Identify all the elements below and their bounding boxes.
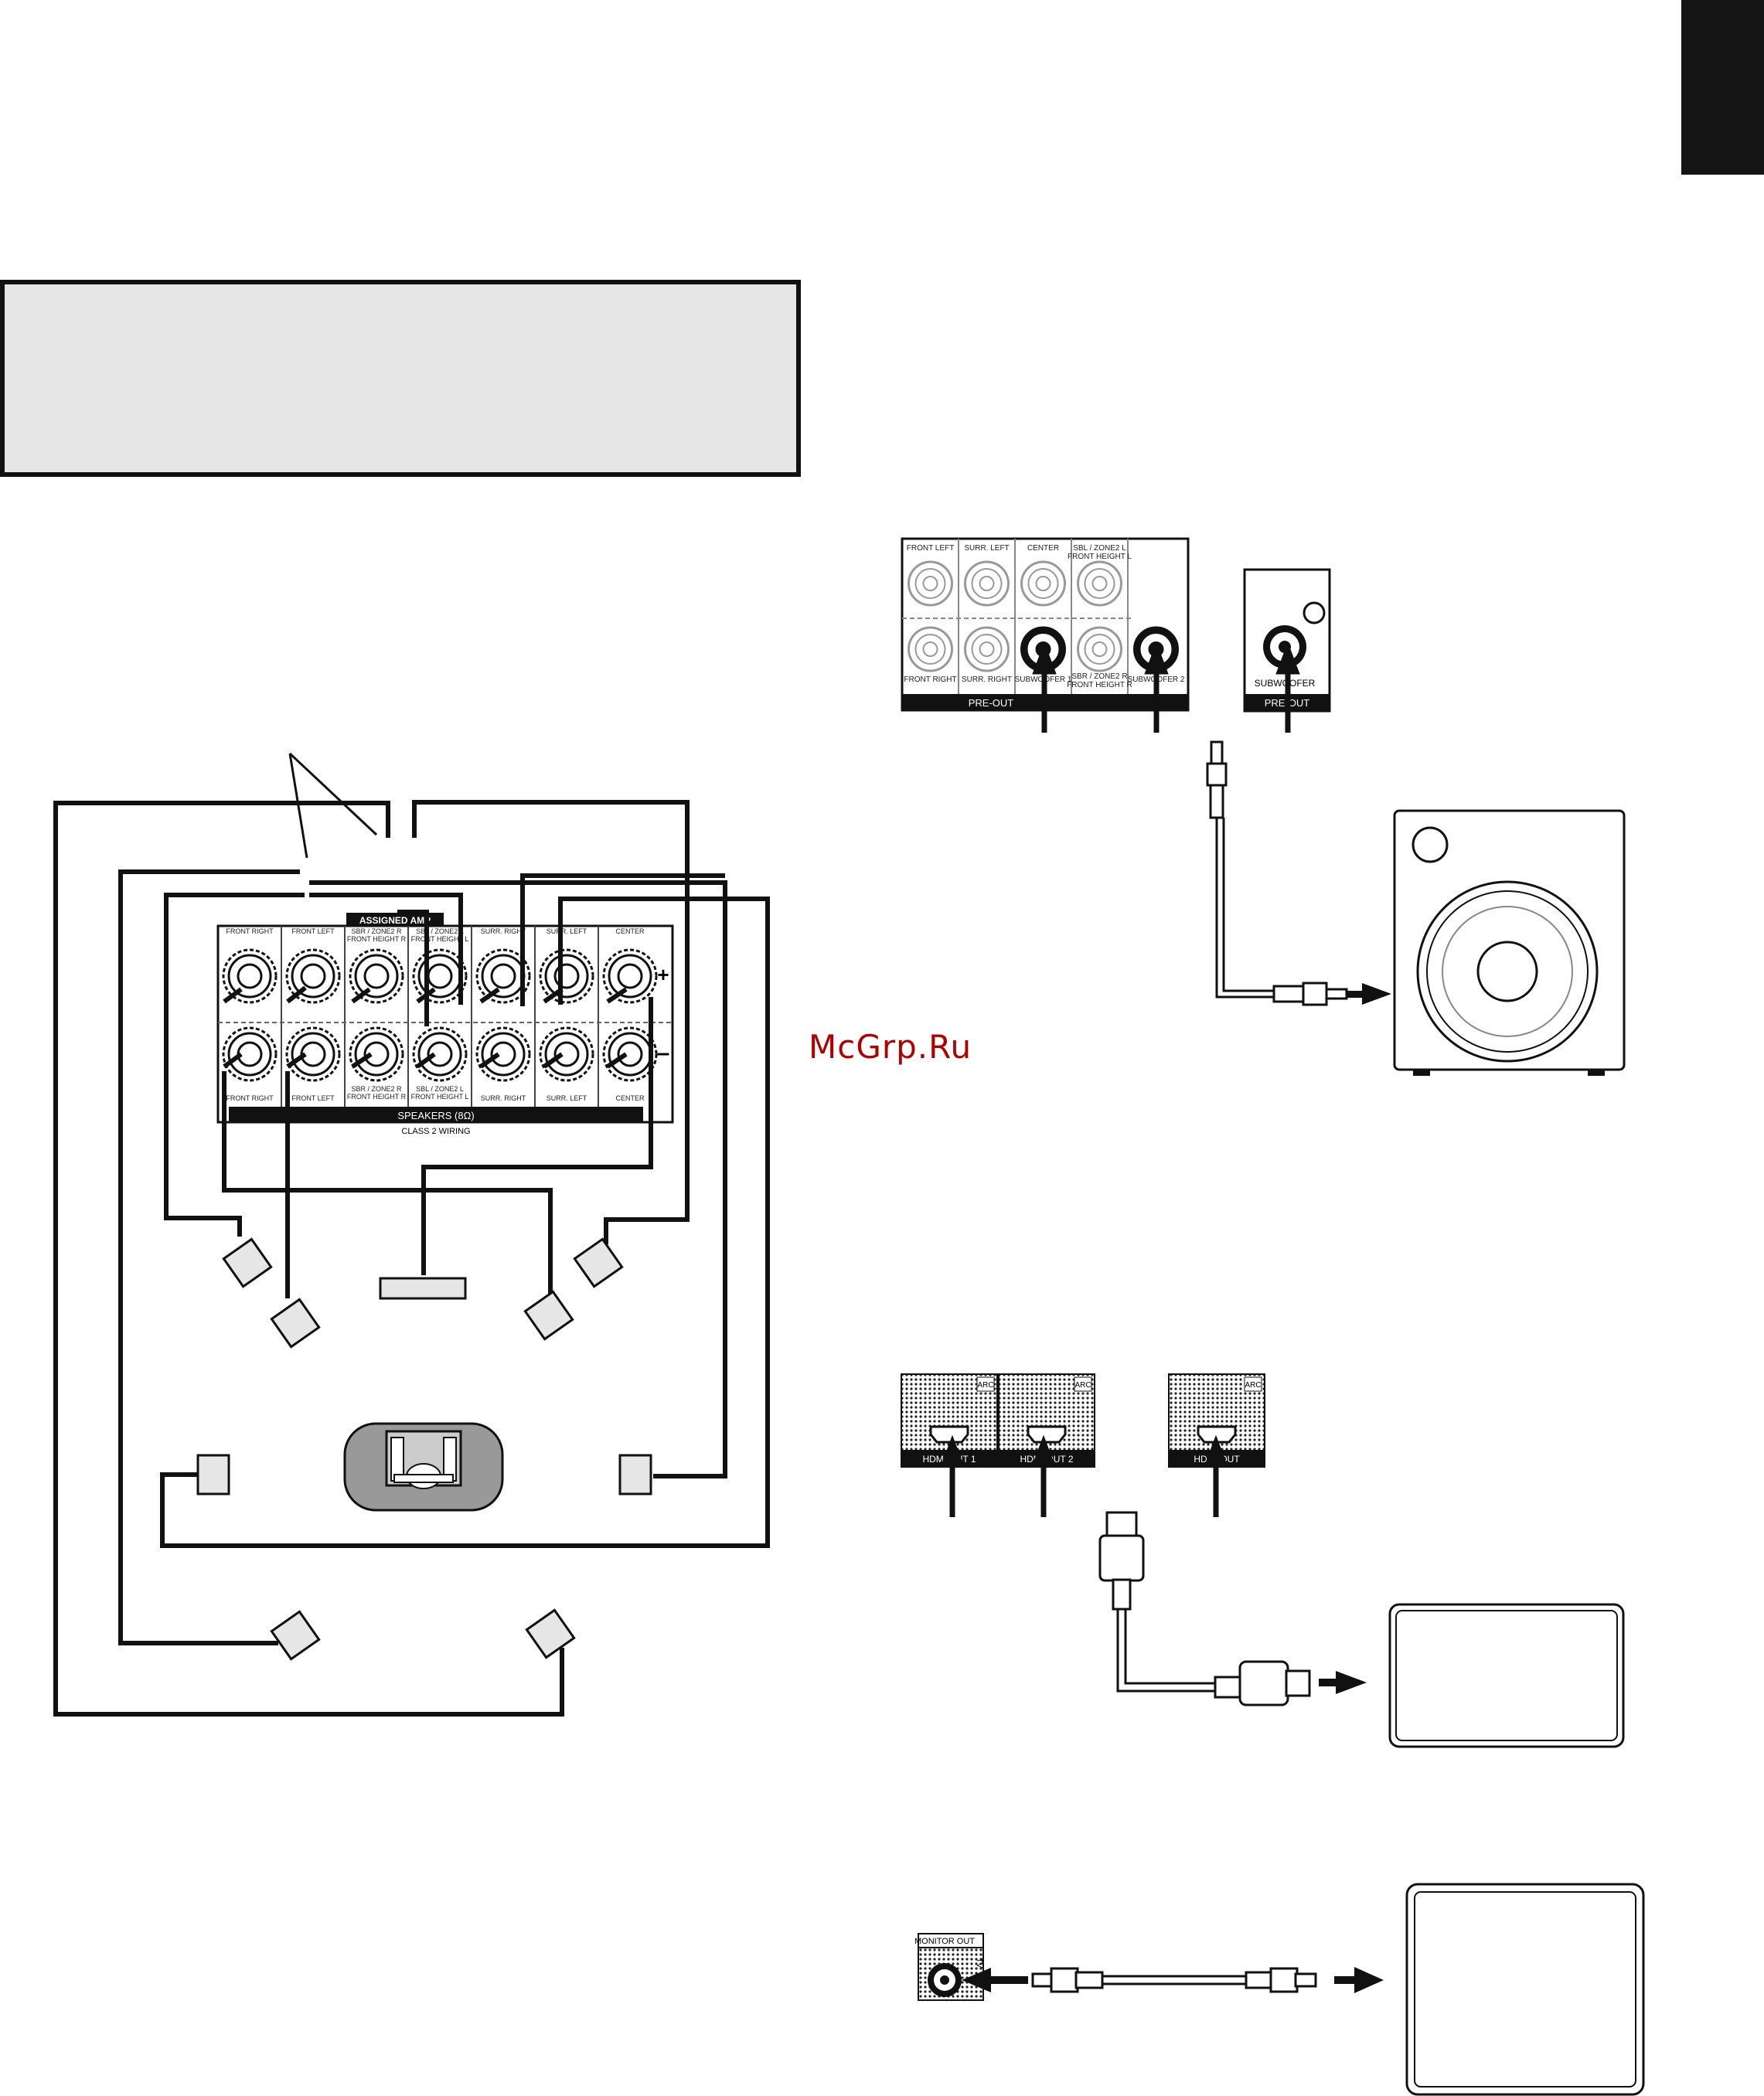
subwoofer-icon — [1393, 809, 1626, 1076]
speaker-wires — [53, 800, 770, 1717]
speaker-icon — [618, 1454, 652, 1495]
arrow-right-icon — [1319, 1671, 1367, 1694]
listener-sofa-icon — [343, 1422, 504, 1512]
speaker-icon — [196, 1454, 230, 1495]
binding-post-terminal[interactable] — [285, 1026, 341, 1082]
terminal-label-bottom: SURR. LEFT — [547, 1094, 587, 1102]
language-tab — [1681, 0, 1764, 175]
binding-post-terminal[interactable] — [475, 1026, 531, 1082]
speaker-icon — [222, 1237, 273, 1288]
monitor-out-diagram: MONITOR OUT TV — [914, 1883, 1645, 2096]
rca-jack[interactable] — [964, 560, 1010, 607]
speakers-footer-title: SPEAKERS (8Ω) — [397, 1110, 474, 1121]
arrow-left-icon — [962, 1968, 1028, 1992]
speaker-icon — [270, 1298, 321, 1349]
preout-label-top: FRONT LEFT — [907, 544, 954, 553]
terminal-label-bottom: FRONT LEFT — [291, 1094, 335, 1102]
monitor-out-side-label: TV — [975, 1958, 983, 1968]
binding-post-terminal[interactable] — [222, 1026, 278, 1082]
terminal-label-bottom: FRONT RIGHT — [226, 1094, 274, 1102]
preout-footer: PRE-OUT — [969, 697, 1014, 709]
rca-plug-icon — [1206, 740, 1348, 1006]
arrow-up-icon — [1032, 641, 1300, 733]
rca-plug-icon — [1031, 1967, 1317, 1993]
preout-label-top: CENTER — [1027, 544, 1059, 553]
sub-small-label: SUBWOOFER — [1255, 678, 1316, 689]
speakers-footer-sub: CLASS 2 WIRING — [401, 1127, 470, 1136]
binding-post-terminal[interactable] — [412, 1026, 468, 1082]
arc-badge: ARC — [1074, 1381, 1091, 1390]
binding-post-terminal[interactable] — [602, 1026, 658, 1082]
arrow-right-icon — [1334, 1967, 1384, 1993]
binding-post-terminal[interactable] — [349, 948, 404, 1004]
tv-icon — [1388, 1603, 1625, 1748]
minus-label: – — [657, 1040, 670, 1066]
rca-jack[interactable] — [1077, 560, 1122, 607]
terminal-label-bottom: SURR. RIGHT — [481, 1094, 526, 1102]
binding-post-terminal[interactable] — [412, 948, 468, 1004]
watermark: McGrp.Ru — [809, 1028, 972, 1066]
arc-badge: ARC — [1245, 1381, 1261, 1390]
terminal-label-top: SURR. LEFT — [547, 927, 587, 935]
rca-jack[interactable] — [908, 626, 953, 672]
binding-post-terminal[interactable] — [539, 948, 594, 1004]
monitor-out-port: MONITOR OUT TV — [914, 1933, 984, 2001]
rca-jack[interactable] — [908, 560, 953, 607]
speaker-icon — [270, 1610, 321, 1661]
preout-label-bottom: SURR. RIGHT — [962, 675, 1012, 684]
terminal-label-top: FRONT RIGHT — [226, 927, 274, 935]
rca-jack[interactable] — [1077, 626, 1122, 672]
terminal-label-top: SURR. RIGHT — [481, 927, 526, 935]
arrow-right-icon — [1347, 983, 1391, 1005]
binding-post-terminal[interactable] — [222, 948, 278, 1004]
binding-post-terminal[interactable] — [602, 948, 658, 1004]
rca-jack[interactable] — [1020, 560, 1066, 607]
terminal-label-top: CENTER — [615, 927, 645, 935]
arc-badge: ARC — [977, 1381, 993, 1390]
speaker-icon — [525, 1608, 576, 1659]
speaker-icons — [196, 1237, 652, 1661]
hdmi-plug-icon — [1098, 1511, 1311, 1706]
monitor-out-label: MONITOR OUT — [914, 1937, 975, 1946]
speaker-icon — [573, 1237, 624, 1288]
assigned-amp-banner: ASSIGNED AMP — [359, 915, 431, 926]
speaker-wiring-diagram: ASSIGNED AMP FRONT RIGHT FRONT LEFT SBR / … — [53, 752, 770, 1717]
binding-post-terminal[interactable] — [475, 948, 531, 1004]
terminal-label-top: FRONT LEFT — [291, 927, 335, 935]
preout-label-bottom: FRONT RIGHT — [904, 675, 956, 684]
plus-label: + — [657, 963, 669, 986]
speaker-icon — [379, 1277, 467, 1300]
wire-pointer-lines — [288, 752, 378, 859]
tv-icon — [1405, 1883, 1645, 2096]
preout-label-top: SURR. LEFT — [964, 544, 1009, 553]
rca-jack[interactable] — [964, 626, 1010, 672]
binding-post-terminal[interactable] — [539, 1026, 594, 1082]
note-box — [0, 280, 801, 477]
terminal-label-bottom: CENTER — [615, 1094, 645, 1102]
speaker-icon — [523, 1290, 574, 1341]
arrow-up-icon — [940, 1434, 1228, 1517]
binding-post-terminal[interactable] — [349, 1026, 404, 1082]
